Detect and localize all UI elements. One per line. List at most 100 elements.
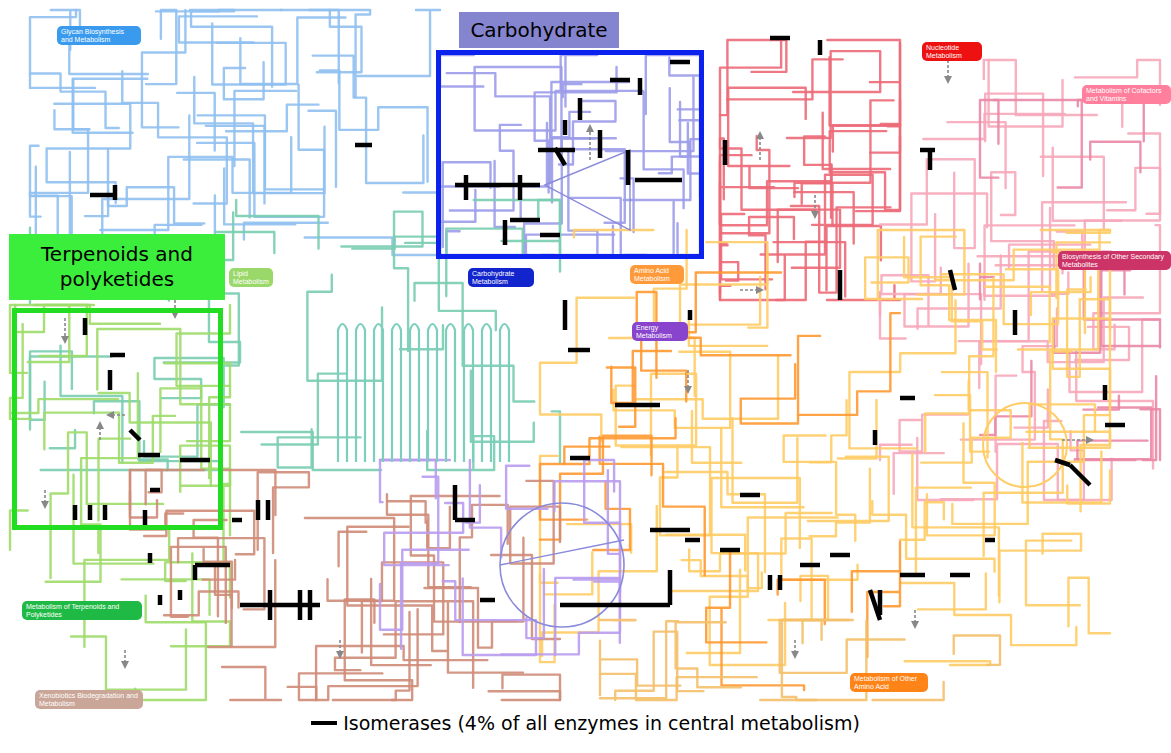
pathway-line (224, 62, 264, 99)
isomerase-reaction (453, 485, 458, 520)
pathway-line (830, 57, 900, 125)
pathway-line (226, 105, 318, 132)
isomerase-reaction (800, 563, 820, 568)
isomerase-reaction (266, 500, 271, 520)
pathway-line (921, 237, 996, 372)
pathway-line (1078, 100, 1144, 141)
pathway-line (74, 475, 154, 564)
isomerase-reaction (1105, 423, 1125, 428)
isomerase-reaction (830, 553, 850, 558)
pathway-line (61, 346, 123, 463)
pathway-line (942, 372, 988, 457)
isomerase-reaction (1070, 465, 1090, 485)
isomerase-reaction (268, 590, 273, 620)
pathway-line (918, 573, 986, 609)
dashed-arrow (1062, 439, 1090, 441)
pathway-line (672, 478, 799, 591)
category-label: Lipid Metabolism (229, 268, 273, 287)
isomerase-reaction (563, 300, 568, 330)
pathway-line (778, 580, 825, 624)
pathway-line (443, 162, 491, 247)
category-name: Amino Acid Metabolism (634, 267, 680, 282)
pathway-line (900, 415, 968, 452)
legend-line (311, 721, 337, 725)
isomerase-reaction (555, 148, 565, 165)
isomerase-reaction (670, 60, 690, 65)
pathway-line (741, 336, 820, 424)
pathway-line (466, 485, 480, 522)
pathway-line (10, 399, 118, 413)
pathway-line (1085, 133, 1160, 305)
highlight-region: Terpenoids and polyketides (12, 308, 223, 530)
isomerase-reaction (113, 185, 118, 200)
region-title: Terpenoids and polyketides (15, 242, 219, 292)
isomerase-reaction (193, 565, 198, 580)
pathway-line (679, 120, 700, 198)
pathway-line (720, 40, 816, 210)
category-name: Metabolism of Terpenoids and Polyketides (26, 603, 138, 618)
isomerase-reaction (308, 590, 313, 620)
pathway-line (904, 237, 997, 349)
isomerase-reaction (740, 493, 760, 498)
pathway-line (989, 60, 1063, 126)
isomerase-reaction (256, 500, 261, 520)
isomerase-reaction (195, 563, 230, 568)
pathway-line (144, 405, 230, 457)
pathway-line (778, 210, 840, 268)
pathway-line (687, 570, 740, 653)
pathway-line (313, 56, 424, 183)
pathway-line (415, 283, 535, 402)
isomerase-reaction (920, 148, 935, 153)
pathway-line (281, 10, 370, 97)
pathway-line (130, 470, 183, 530)
pathway-line (424, 588, 516, 648)
pathway-line (780, 620, 905, 673)
pathway-line (615, 632, 703, 700)
pathway-line (489, 691, 560, 700)
pathway-line (358, 10, 440, 76)
pathway-line (720, 256, 785, 300)
category-label: Amino Acid Metabolism (630, 265, 684, 284)
isomerase-reaction (158, 595, 163, 605)
dashed-arrow (64, 318, 66, 340)
pathway-line (794, 100, 893, 197)
isomerase-reaction (668, 570, 673, 605)
pathway-line (993, 100, 1081, 187)
pathway-line (659, 88, 690, 173)
isomerase-reaction (598, 130, 603, 158)
pathway-line (411, 496, 524, 622)
pathway-line (682, 560, 762, 588)
pathway-line (921, 381, 1011, 462)
isomerase-reaction (720, 548, 740, 553)
pathway-line (380, 460, 436, 498)
pathway-line (339, 532, 367, 567)
pathway-line (991, 172, 1054, 268)
pathway-line (236, 200, 318, 249)
legend-line-sample (311, 718, 337, 728)
pathway-line (502, 675, 560, 700)
isomerase-reaction (578, 98, 583, 120)
pathway-line (574, 230, 653, 237)
citrate-cycle (500, 503, 624, 627)
isomerase-reaction (770, 36, 790, 41)
pathway-line (1027, 432, 1110, 512)
pathway-line (905, 661, 991, 665)
pathway-line (554, 481, 620, 548)
isomerase-reaction (1013, 310, 1018, 335)
pathway-line (954, 636, 1000, 665)
isomerase-reaction (103, 505, 108, 520)
pathway-line (706, 552, 766, 642)
pathway-line (616, 374, 696, 455)
pathway-line (73, 79, 148, 133)
pathway-line (980, 100, 998, 178)
dashed-arrow (814, 195, 816, 215)
pathway-line (28, 307, 69, 362)
dashed-arrow (589, 128, 591, 160)
pathway-line (925, 278, 993, 452)
pathway-line (538, 200, 560, 272)
category-label: Xenobiotics Biodegradation and Metabolis… (35, 690, 143, 709)
isomerase-reaction (560, 603, 670, 608)
pathway-line (600, 437, 705, 576)
pathway-line (728, 88, 806, 166)
